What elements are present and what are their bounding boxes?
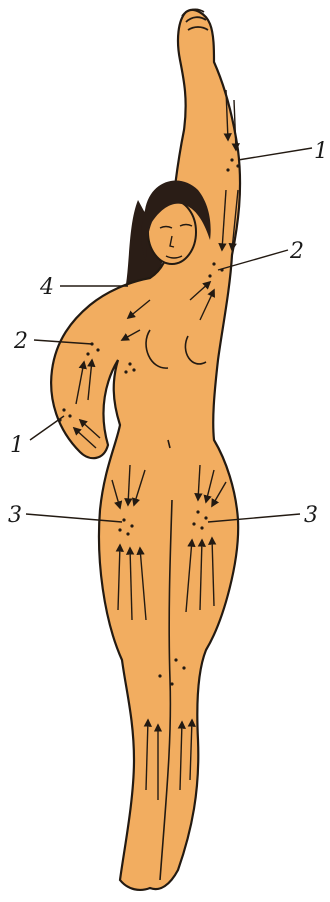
body-silhouette bbox=[51, 10, 240, 890]
callout-label-3-right: 3 bbox=[304, 503, 318, 528]
callout-label-2-left: 2 bbox=[13, 329, 28, 354]
callout-label-4: 4 bbox=[39, 275, 54, 300]
callout-label-1-left: 1 bbox=[10, 433, 24, 458]
callout-label-3-left: 3 bbox=[8, 503, 22, 528]
callout-label-1-right: 1 bbox=[314, 139, 328, 164]
callout-label-2-right: 2 bbox=[289, 239, 304, 264]
